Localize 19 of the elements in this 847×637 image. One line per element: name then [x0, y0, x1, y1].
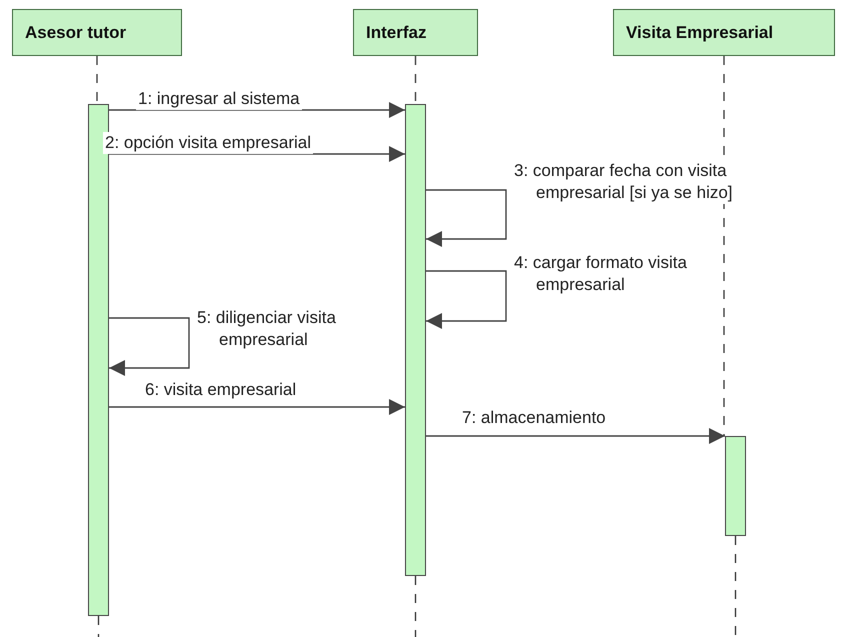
lifeline-title: Visita Empresarial — [626, 22, 774, 42]
message-arrow — [109, 399, 405, 415]
message-label: 2: opción visita empresarial — [103, 132, 313, 154]
lifeline — [414, 56, 416, 104]
message-arrow — [109, 146, 405, 162]
lifeline-header — [12, 9, 182, 56]
activation-bar — [405, 104, 426, 576]
self-message-arrow — [426, 270, 507, 329]
self-message-arrow — [109, 317, 190, 376]
message-arrow — [109, 102, 405, 118]
lifeline-header — [613, 9, 835, 56]
activation-bar — [725, 436, 746, 536]
self-message-arrow — [426, 189, 507, 247]
lifeline-header — [353, 9, 478, 56]
lifeline-title: Interfaz — [366, 22, 426, 42]
lifeline — [96, 56, 98, 104]
lifeline-title: Asesor tutor — [25, 22, 126, 42]
message-arrow — [426, 428, 725, 444]
lifeline — [723, 56, 725, 436]
